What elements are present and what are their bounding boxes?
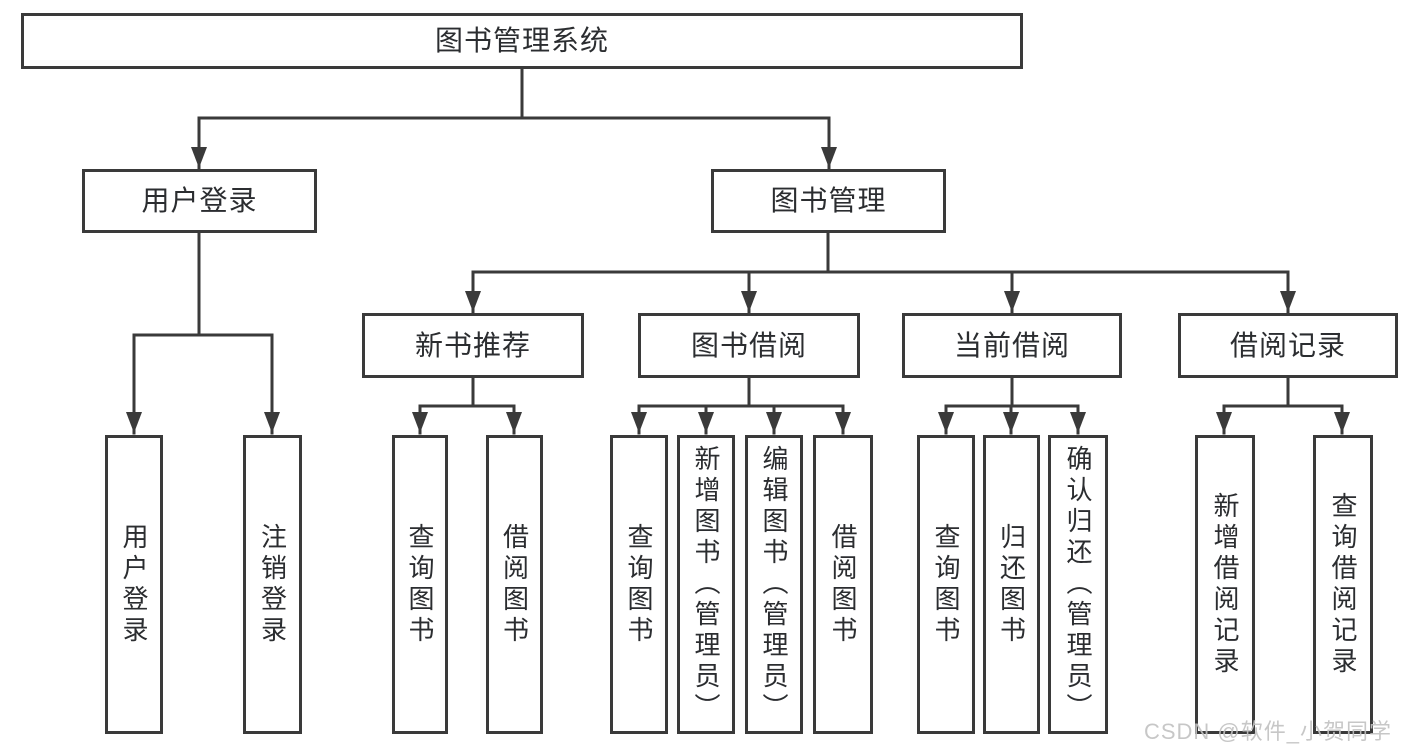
leaf-br-add-record: 新增借阅记录 <box>1195 435 1255 734</box>
node-book-borrowing: 图书借阅 <box>638 313 860 378</box>
leaf-rec-query-books: 查询图书 <box>392 435 448 734</box>
leaf-br-query-record-label: 查询借阅记录 <box>1328 491 1358 678</box>
connector-group-book-borrowing <box>631 376 851 435</box>
leaf-br-query-record: 查询借阅记录 <box>1313 435 1373 734</box>
connector-group-borrowing-records <box>1216 376 1350 435</box>
node-new-book-recommendation: 新书推荐 <box>362 313 584 378</box>
leaf-user-login-label: 用户登录 <box>119 522 149 647</box>
leaf-cb-query-books: 查询图书 <box>917 435 975 734</box>
watermark-csdn: CSDN @软件_小贺同学 <box>1143 719 1392 744</box>
leaf-logout-login: 注销登录 <box>243 435 302 734</box>
connector-group-user-login <box>126 231 280 435</box>
connector-group-new-book-recommendation <box>412 376 522 435</box>
leaf-user-login: 用户登录 <box>105 435 163 734</box>
connector-group-current-borrowing <box>938 376 1086 435</box>
leaf-cb-return-books: 归还图书 <box>983 435 1040 734</box>
node-book-management: 图书管理 <box>711 169 946 233</box>
leaf-bb-edit-books-admin: 编辑图书（管理员） <box>745 435 803 734</box>
leaf-bb-query-books: 查询图书 <box>610 435 668 734</box>
leaf-bb-query-books-label: 查询图书 <box>624 522 654 647</box>
leaf-bb-add-books-admin-label: 新增图书（管理员） <box>691 445 721 724</box>
leaf-logout-login-label: 注销登录 <box>257 522 288 647</box>
leaf-bb-borrow-books-label: 借阅图书 <box>828 522 858 647</box>
leaf-rec-borrow-books-label: 借阅图书 <box>499 522 530 647</box>
leaf-bb-add-books-admin: 新增图书（管理员） <box>677 435 735 734</box>
leaf-rec-query-books-label: 查询图书 <box>405 522 435 647</box>
leaf-cb-confirm-return-admin-label: 确认归还（管理员） <box>1063 445 1093 724</box>
leaf-bb-borrow-books: 借阅图书 <box>813 435 873 734</box>
connector-group-root <box>191 67 837 170</box>
node-library-management-system: 图书管理系统 <box>21 13 1023 69</box>
connector-group-book-management <box>465 231 1296 314</box>
leaf-cb-query-books-label: 查询图书 <box>931 522 961 647</box>
node-borrowing-records: 借阅记录 <box>1178 313 1398 378</box>
node-user-login: 用户登录 <box>82 169 317 233</box>
leaf-cb-return-books-label: 归还图书 <box>996 522 1027 647</box>
leaf-br-add-record-label: 新增借阅记录 <box>1210 491 1240 678</box>
leaf-rec-borrow-books: 借阅图书 <box>486 435 543 734</box>
leaf-cb-confirm-return-admin: 确认归还（管理员） <box>1048 435 1108 734</box>
leaf-bb-edit-books-admin-label: 编辑图书（管理员） <box>759 445 789 724</box>
node-current-borrowing: 当前借阅 <box>902 313 1122 378</box>
